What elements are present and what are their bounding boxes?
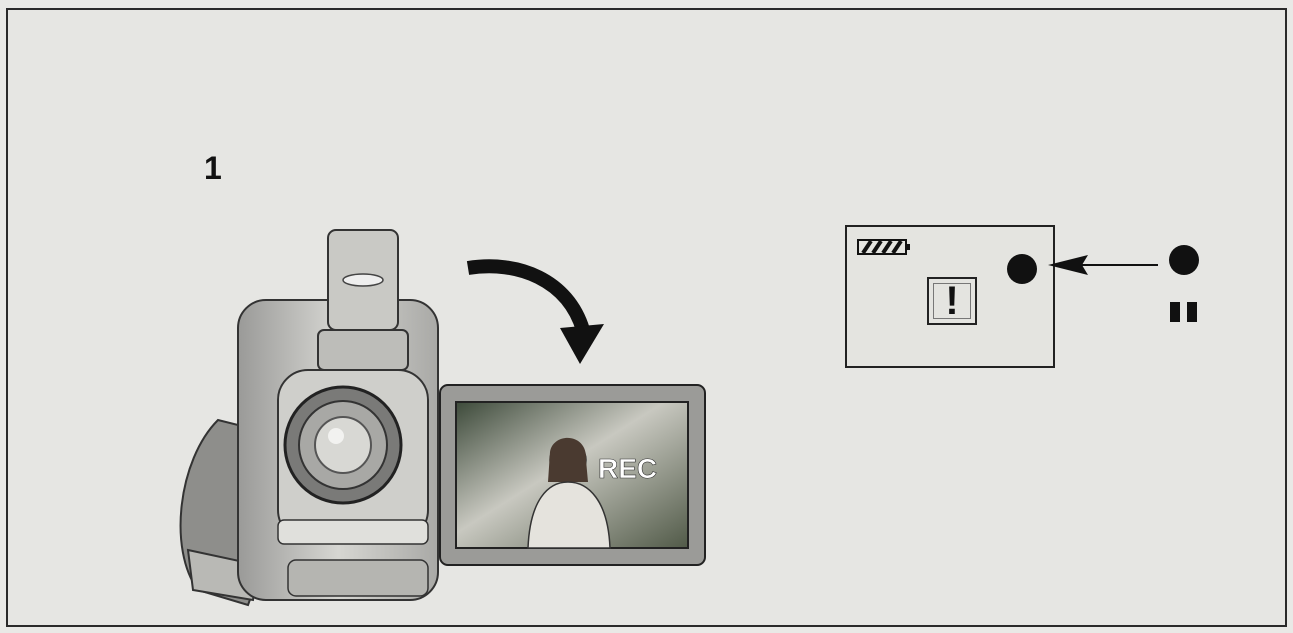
warning-symbol: ! bbox=[945, 279, 958, 324]
record-dot-icon bbox=[1007, 254, 1037, 284]
lcd-rec-label: REC bbox=[598, 453, 657, 484]
lcd-screen: REC bbox=[440, 385, 705, 565]
step-number: 1 bbox=[204, 150, 222, 187]
warning-icon: ! bbox=[927, 277, 977, 325]
rotate-arrow-icon bbox=[468, 266, 604, 364]
illustration-frame: 1 bbox=[6, 8, 1287, 627]
camcorder-illustration: REC bbox=[158, 220, 718, 620]
record-dot-icon bbox=[1169, 245, 1199, 275]
battery-icon bbox=[857, 239, 911, 255]
status-panel: ! bbox=[845, 225, 1055, 368]
pointer-arrow-icon bbox=[1048, 250, 1168, 280]
pause-icon bbox=[1170, 302, 1198, 322]
